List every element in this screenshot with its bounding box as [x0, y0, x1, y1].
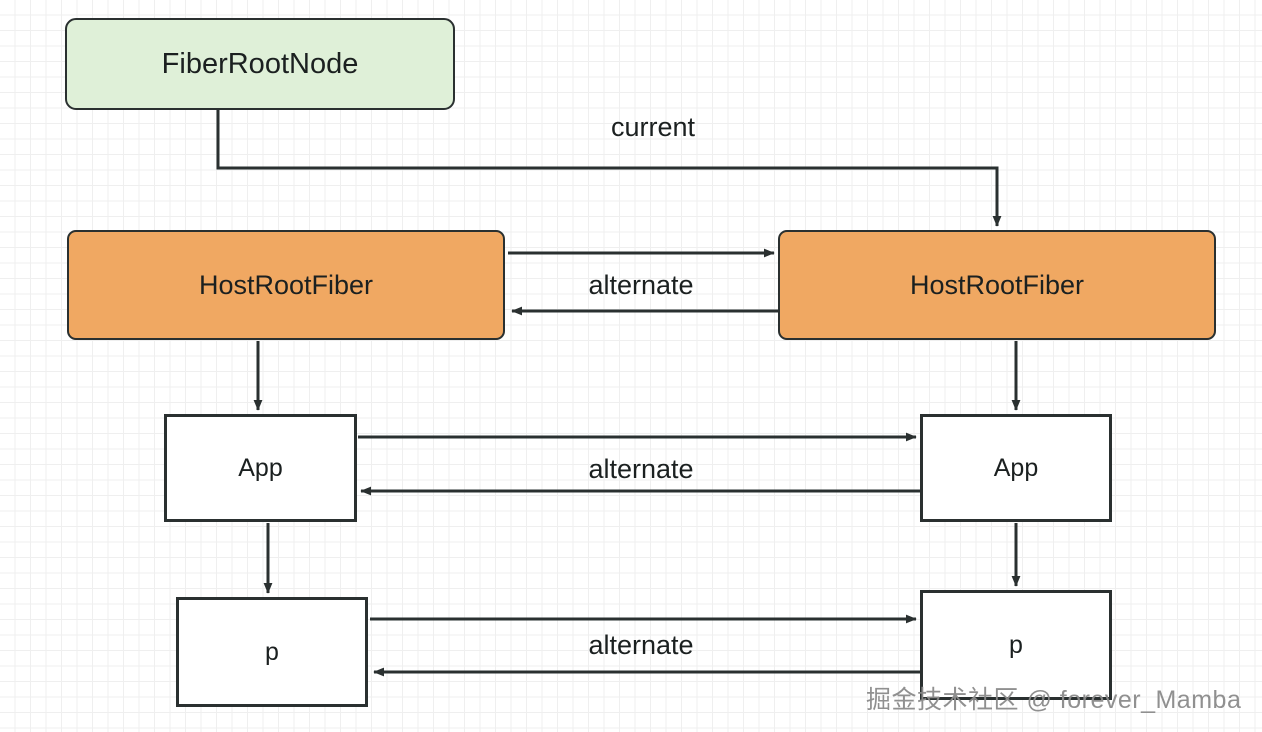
node-host-root-fiber-current[interactable]: HostRootFiber	[67, 230, 505, 340]
node-label: FiberRootNode	[161, 47, 359, 80]
node-app-current[interactable]: App	[164, 414, 357, 522]
node-app-workinprogress[interactable]: App	[920, 414, 1112, 522]
node-host-root-fiber-workinprogress[interactable]: HostRootFiber	[778, 230, 1216, 340]
node-fiber-root-node[interactable]: FiberRootNode	[65, 18, 455, 110]
watermark: 掘金技术社区 @ forever_Mamba	[866, 686, 1242, 714]
edge-label-current: current	[610, 112, 696, 142]
node-label: p	[1009, 630, 1023, 659]
node-label: HostRootFiber	[198, 269, 374, 300]
node-label: App	[238, 453, 283, 482]
edge-label-alternate-fiber: alternate	[588, 270, 694, 300]
edge-current	[216, 110, 1002, 227]
node-label: App	[993, 453, 1039, 482]
node-label: HostRootFiber	[909, 269, 1085, 300]
edge-label-alternate-p: alternate	[588, 630, 694, 660]
edge-label-alternate-app: alternate	[588, 454, 694, 484]
node-label: p	[265, 637, 279, 666]
node-p-workinprogress[interactable]: p	[920, 590, 1112, 700]
node-p-current[interactable]: p	[176, 597, 368, 707]
